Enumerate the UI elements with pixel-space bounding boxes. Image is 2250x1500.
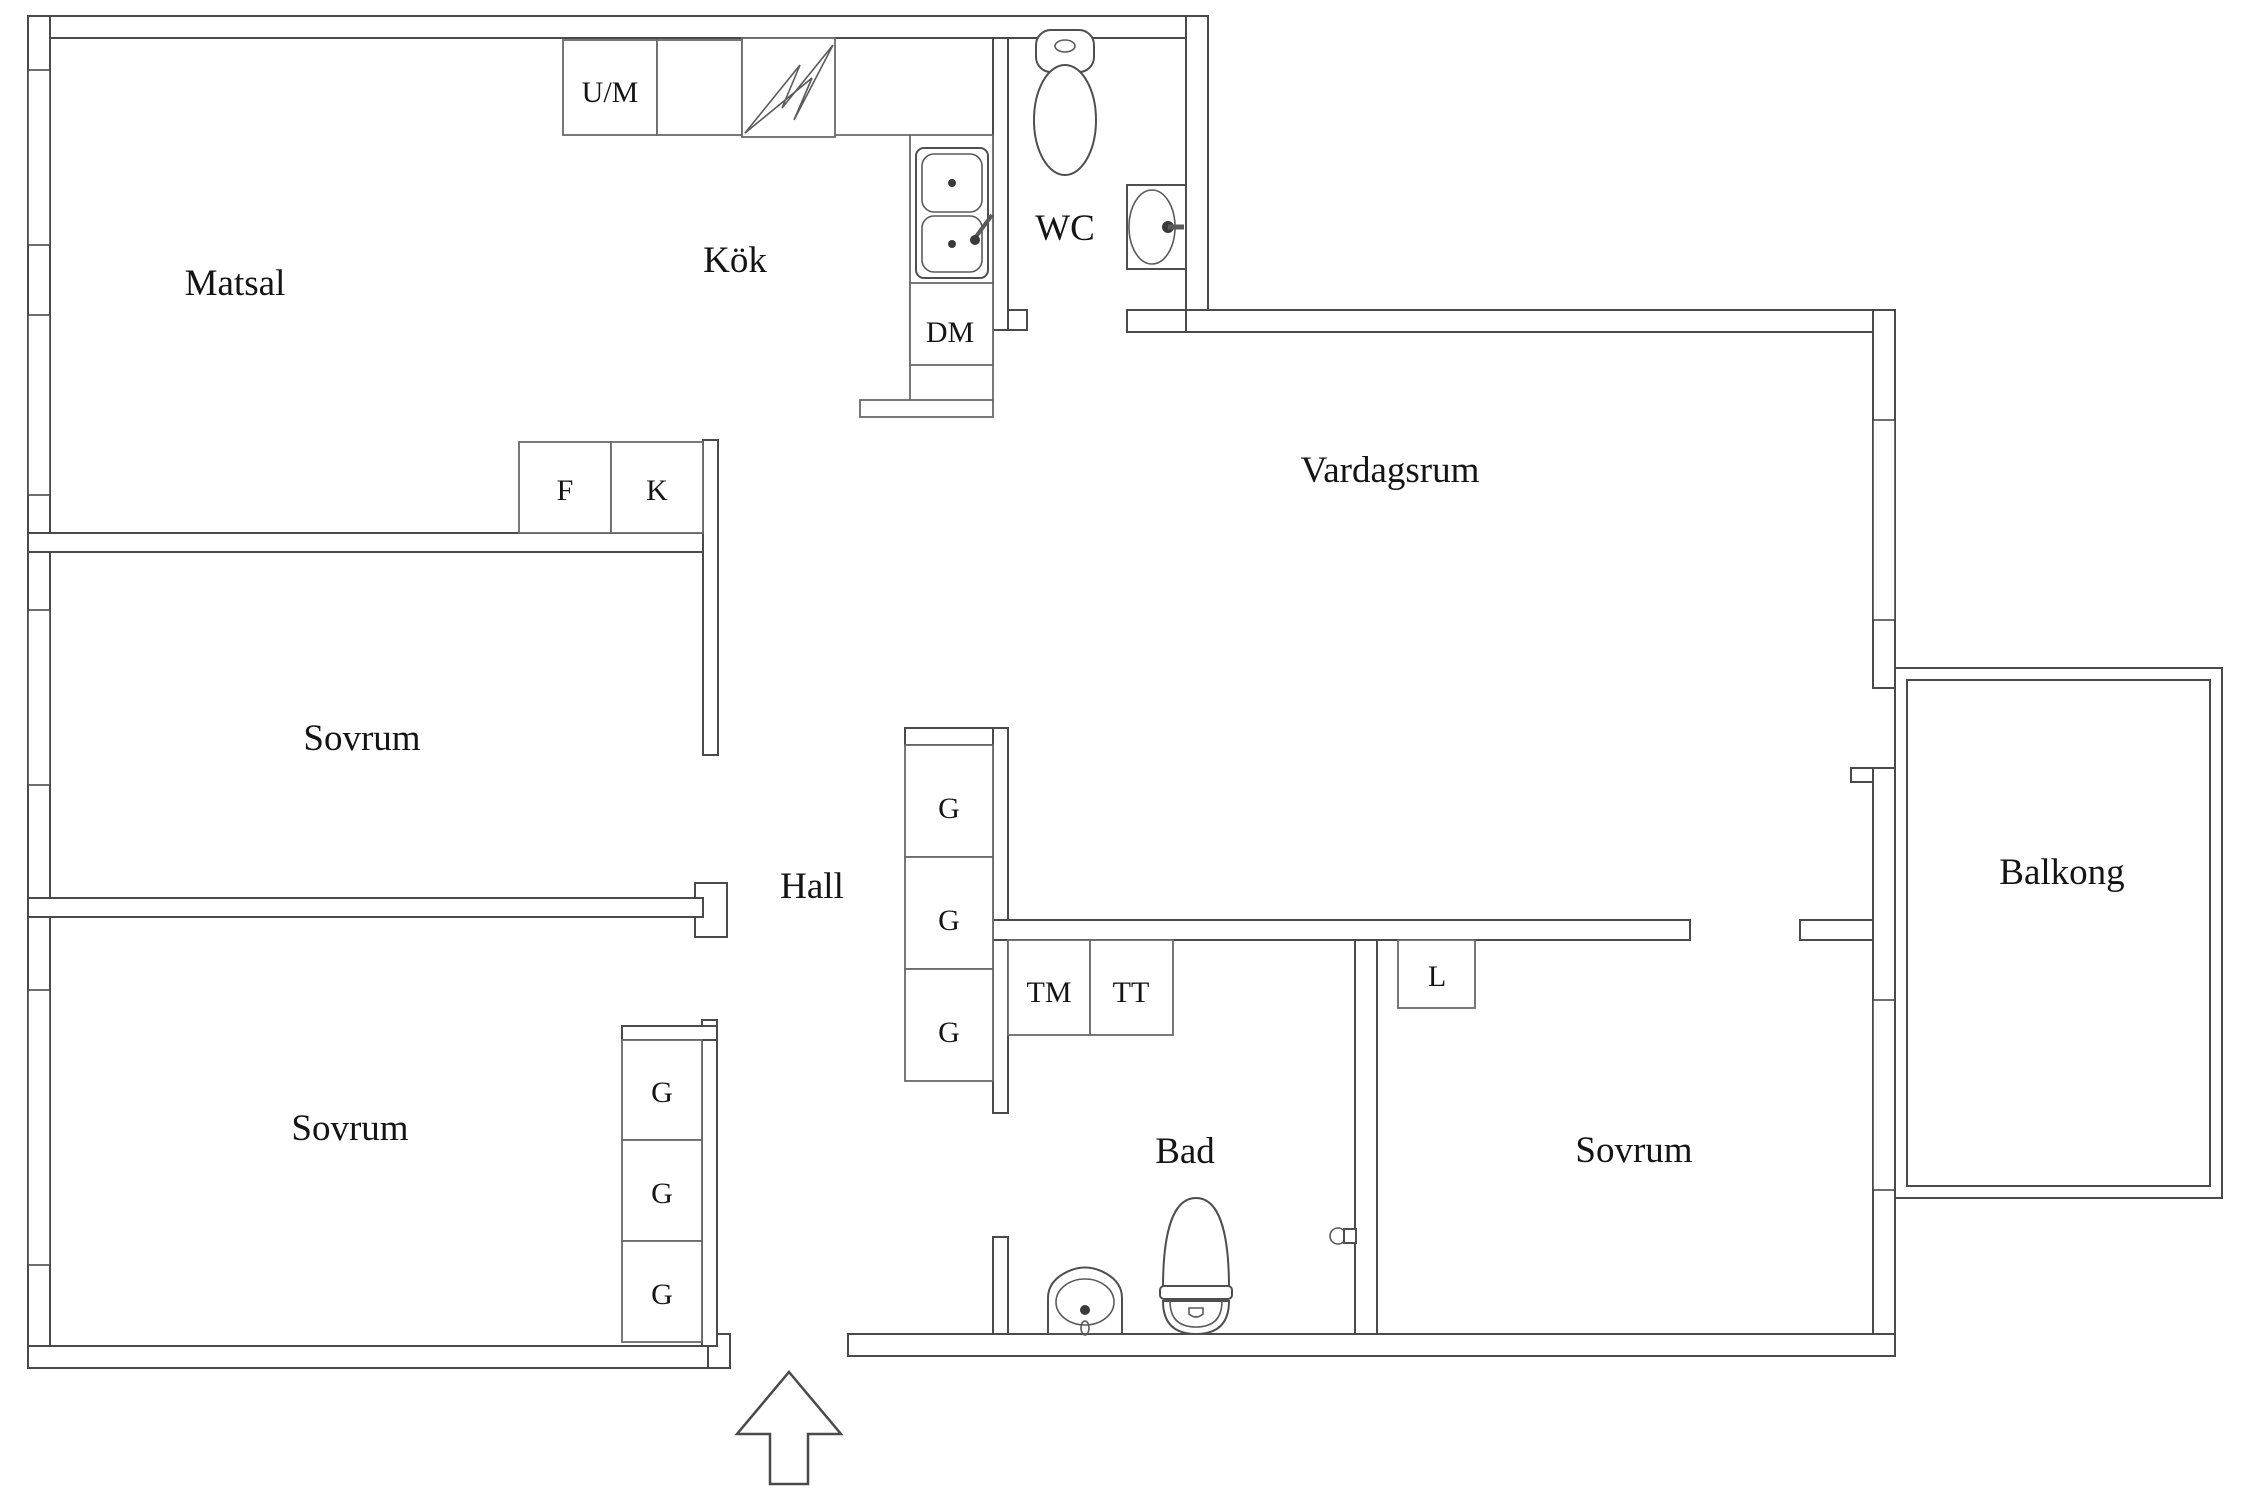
- room-label-bad: Bad: [1155, 1131, 1215, 1172]
- label-g-sovrum-1: G: [651, 1076, 673, 1109]
- closet-g: [904, 968, 994, 1082]
- room-label-vardagsrum: Vardagsrum: [1301, 450, 1480, 491]
- closet-g: [904, 856, 994, 970]
- label-f: F: [557, 474, 574, 507]
- dm-cabinet: [909, 282, 994, 366]
- wall-vardagsrum-top: [1185, 309, 1896, 333]
- closet-g: [904, 744, 994, 858]
- wall-top: [27, 15, 1209, 39]
- stove-box: [741, 37, 836, 138]
- balcony-railing-outer: [1894, 667, 2223, 1199]
- wall-vardagsrum-bottom: [992, 919, 1691, 941]
- balcony-railing-inner: [1906, 679, 2211, 1187]
- label-g-hall-2: G: [938, 904, 960, 937]
- bad-basin-icon: [1047, 1266, 1123, 1336]
- closet-g: [621, 1240, 703, 1343]
- closet-labels: G G G G G G: [651, 792, 960, 1311]
- wall-bottom-right: [847, 1333, 1896, 1357]
- k-box: [610, 441, 704, 534]
- room-label-wc: WC: [1035, 208, 1095, 249]
- wall-wc-bottom: [1126, 309, 1187, 333]
- utility-boxes: [1007, 939, 1476, 1036]
- room-label-sovrum-1: Sovrum: [303, 718, 420, 759]
- l-box: [1397, 939, 1476, 1009]
- wall-bottom-left: [27, 1345, 731, 1369]
- windows: [27, 69, 1896, 1266]
- fk-boxes: [518, 441, 704, 534]
- door-knob-icon: [1329, 1227, 1357, 1245]
- tm-box: [1007, 939, 1091, 1036]
- sovrum2-closets: [621, 1025, 718, 1343]
- tt-box: [1089, 939, 1174, 1036]
- closet-cap: [621, 1025, 718, 1041]
- wc-toilet-icon: [1033, 29, 1097, 176]
- wall-hall-left: [702, 439, 719, 756]
- closet-g: [621, 1139, 703, 1242]
- wc-basin-icon: [1126, 184, 1187, 270]
- bad-toilet-icon: [1159, 1196, 1233, 1336]
- wall-wc-right: [1185, 15, 1209, 333]
- label-g-sovrum-2: G: [651, 1177, 673, 1210]
- interior-walls: [27, 37, 1874, 1347]
- wall-wc-door-jamb: [1007, 309, 1028, 331]
- window-icon: [27, 69, 51, 246]
- window-icon: [27, 989, 51, 1266]
- room-label-matsal: Matsal: [185, 263, 286, 304]
- label-g-sovrum-3: G: [651, 1278, 673, 1311]
- label-dm: DM: [926, 316, 974, 349]
- window-icon: [1872, 999, 1896, 1191]
- wall-matsal-sovrum: [27, 532, 719, 553]
- bad-fixtures: [1047, 1196, 1357, 1336]
- wall-bad-left: [992, 1236, 1009, 1335]
- wall-sovrum3-top-right: [1799, 919, 1874, 941]
- room-label-hall: Hall: [780, 866, 844, 907]
- room-label-kok: Kök: [703, 240, 767, 281]
- room-label-sovrum-3: Sovrum: [1575, 1130, 1692, 1171]
- room-label-sovrum-2: Sovrum: [291, 1108, 408, 1149]
- kitchen-cabinet: [656, 39, 743, 136]
- label-g-hall-1: G: [938, 792, 960, 825]
- stove-lightning-icon: [744, 44, 834, 134]
- wall-kitchen-wc: [992, 37, 1009, 331]
- wc-fixtures: [1033, 29, 1187, 270]
- kitchen-double-sink-icon: [915, 147, 994, 279]
- f-box: [518, 441, 612, 534]
- entrance-arrow-icon: [734, 1370, 844, 1486]
- label-um: U/M: [582, 76, 639, 109]
- closet-g: [621, 1039, 703, 1141]
- room-label-balkong: Balkong: [1999, 852, 2124, 893]
- kitchen-fittings: [562, 37, 994, 418]
- window-icon: [1872, 419, 1896, 621]
- counter-end-cap: [859, 399, 994, 418]
- appliance-labels: U/M DM F K TM TT L: [557, 76, 1447, 1009]
- window-icon: [27, 314, 51, 496]
- wall-sovrum-divider: [27, 897, 704, 918]
- label-tt: TT: [1113, 976, 1150, 1009]
- label-g-hall-3: G: [938, 1016, 960, 1049]
- wall-bad-right: [1354, 939, 1378, 1335]
- window-icon: [27, 609, 51, 786]
- room-labels: Matsal Kök WC Vardagsrum Sovrum Hall Sov…: [185, 208, 2125, 1172]
- label-l: L: [1428, 960, 1446, 993]
- label-tm: TM: [1027, 976, 1072, 1009]
- wall-sovrum2-right: [701, 1019, 718, 1347]
- balcony: [1894, 667, 2223, 1199]
- label-k: K: [646, 474, 668, 507]
- balcony-door-jamb: [1850, 767, 1874, 783]
- hall-closets: [904, 744, 994, 1082]
